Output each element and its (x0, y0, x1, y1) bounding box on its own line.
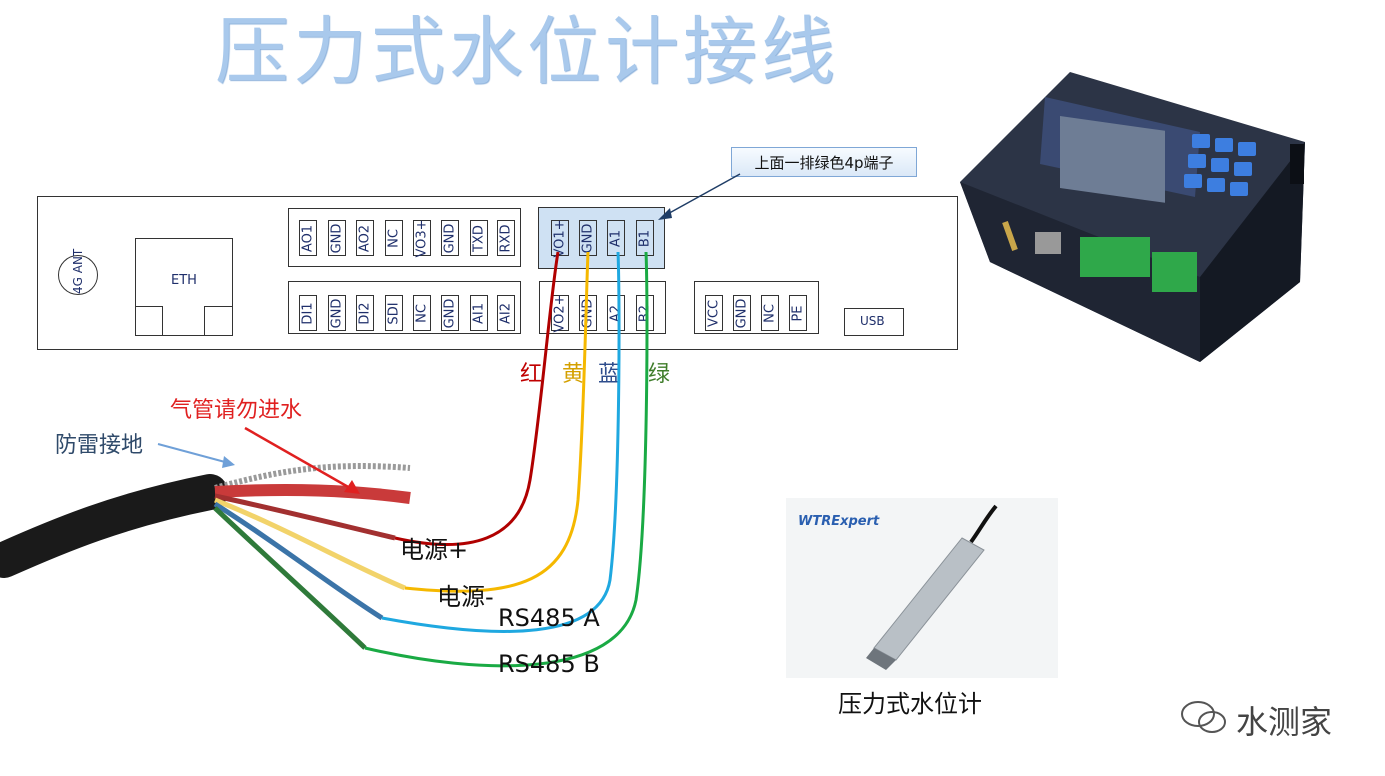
terminal-gnd: GND (733, 295, 751, 331)
ground-label: 防雷接地 (55, 433, 144, 458)
wire-red-short (214, 493, 396, 541)
color-label-green: 绿 (648, 362, 671, 387)
terminal-ao1: AO1 (299, 220, 317, 256)
air-tube-label: 气管请勿进水 (170, 398, 303, 423)
rtu-device-image (960, 72, 1330, 362)
air-tube-arrow (244, 426, 351, 490)
terminal-gnd: GND (441, 220, 459, 256)
wire-label-rs485-b: RS485 B (498, 650, 600, 678)
wire-yellow-short (214, 497, 406, 591)
terminal-b2: B2 (636, 295, 654, 331)
usb-port: USB (844, 308, 904, 336)
terminal-a1: A1 (607, 220, 625, 256)
terminal-di2: DI2 (356, 295, 374, 331)
wire-yellow (404, 251, 590, 593)
wire-green-short (213, 506, 367, 650)
terminal-nc: NC (413, 295, 431, 331)
wire-red (394, 251, 560, 546)
color-label-blue: 蓝 (598, 362, 621, 387)
wire-blue-short (213, 501, 384, 621)
terminal-vo1: VO1+ (551, 219, 569, 258)
terminal-di1: DI1 (299, 295, 317, 331)
eth-label: ETH (171, 273, 197, 288)
page-title: 压力式水位计接线 (215, 9, 839, 95)
terminal-txd: TXD (470, 220, 488, 256)
terminal-gnd: GND (328, 220, 346, 256)
terminal-ai1: AI1 (470, 295, 488, 331)
sensor-photo: WTRExpert (786, 498, 1058, 678)
terminal-vcc: VCC (705, 295, 723, 331)
terminal-nc: NC (761, 295, 779, 331)
terminal-rxd: RXD (497, 220, 515, 256)
terminal-ai2: AI2 (497, 295, 515, 331)
wire-label-power-pos: 电源+ (400, 536, 469, 564)
eth-port: ETH (135, 238, 233, 336)
color-label-red: 红 (520, 362, 543, 387)
terminal-gnd: GND (328, 295, 346, 331)
terminal-gnd: GND (441, 295, 459, 331)
wire-label-power-neg: 电源- (437, 583, 494, 611)
ground-arrow (157, 443, 226, 463)
eth-clip-right (204, 306, 232, 336)
sensor-caption: 压力式水位计 (838, 690, 982, 718)
antenna-port: 4G ANT (58, 249, 98, 295)
cable-jacket (0, 474, 228, 578)
terminal-ao2: AO2 (356, 220, 374, 256)
wire-label-rs485-a: RS485 A (498, 604, 600, 632)
callout-arrow (658, 173, 741, 220)
usb-label: USB (860, 314, 885, 328)
air-tube (214, 484, 411, 504)
wire-blue (381, 251, 621, 633)
color-label-yellow: 黄 (562, 362, 585, 387)
eth-clip-left (136, 306, 163, 336)
wechat-icon (1178, 700, 1230, 734)
callout-box: 上面一排绿色4p端子 (731, 147, 917, 177)
wire-green (364, 251, 649, 668)
terminal-pe: PE (789, 295, 807, 331)
terminal-sdi: SDI (385, 295, 403, 331)
terminal-nc: NC (385, 220, 403, 256)
sensor-brand-logo: WTRExpert (798, 514, 880, 529)
watermark-text: 水测家 (1236, 703, 1333, 741)
terminal-vo3: VO3+ (413, 219, 431, 258)
